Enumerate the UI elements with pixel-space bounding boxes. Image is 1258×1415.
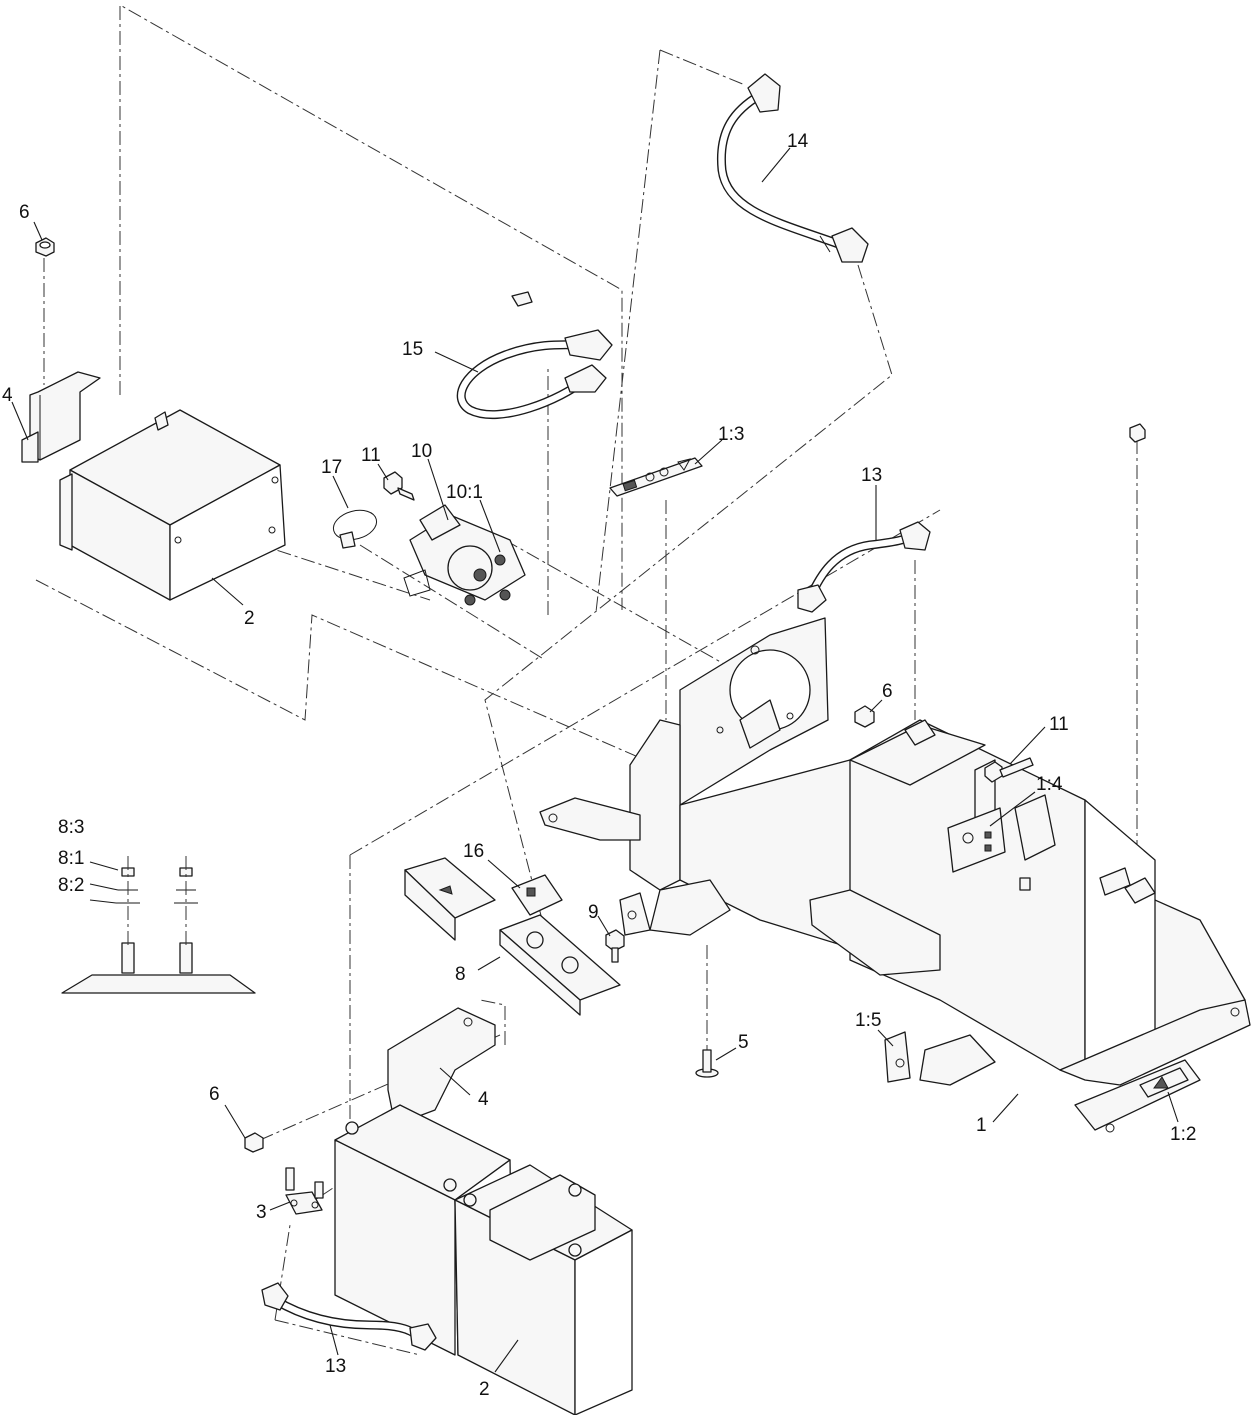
callout-9: 9 <box>588 902 599 923</box>
strap-3 <box>285 1167 324 1215</box>
cable-13-bottom <box>261 1282 437 1351</box>
cable-14 <box>716 73 869 263</box>
callout-8: 8 <box>455 964 466 985</box>
callout-1-4: 1:4 <box>1036 774 1063 795</box>
callout-8-1: 8:1 <box>58 848 84 869</box>
assembly-guide-lines <box>35 4 1138 1356</box>
callout-2-top: 2 <box>244 608 255 629</box>
cable-tie-17 <box>332 509 378 549</box>
callout-13-top: 13 <box>861 465 882 486</box>
decal-1-3 <box>609 457 703 497</box>
bolt-11-top <box>383 471 415 501</box>
callout-5: 5 <box>738 1032 749 1053</box>
callout-16: 16 <box>463 841 484 862</box>
callout-10: 10 <box>411 441 432 462</box>
callout-3: 3 <box>256 1202 267 1223</box>
callout-1-2: 1:2 <box>1170 1124 1196 1145</box>
callout-2-bottom: 2 <box>479 1379 490 1400</box>
callout-10-1: 10:1 <box>446 482 483 503</box>
control-box-2 <box>59 409 286 601</box>
decal-1-4 <box>947 807 1006 873</box>
callout-labels: 14 15 6 4 17 11 10 10:1 1:3 13 2 6 11 1:… <box>2 131 1196 1400</box>
nut-6-mid <box>854 705 875 728</box>
callout-4-bottom: 4 <box>478 1089 489 1110</box>
callout-1-5: 1:5 <box>855 1010 881 1031</box>
callout-4-top: 4 <box>2 385 13 406</box>
bracket-4-bottom <box>387 1007 496 1126</box>
connector-16 <box>511 874 563 916</box>
callout-15: 15 <box>402 339 423 360</box>
bracket-4-top <box>21 371 101 463</box>
callout-6-top: 6 <box>19 202 30 223</box>
callout-1-3: 1:3 <box>718 424 744 445</box>
callout-14: 14 <box>787 131 809 152</box>
battery-tray-1 <box>539 617 1251 1133</box>
nut-6-bottom <box>244 1132 264 1153</box>
fuse-holder-8 <box>404 857 621 1016</box>
nut-6-top <box>35 237 55 257</box>
batteries-2 <box>334 1104 633 1415</box>
decal-1-2 <box>1139 1067 1189 1098</box>
solenoid-10 <box>403 504 526 606</box>
cable-15 <box>456 291 613 419</box>
bolt-11-right <box>984 757 1034 783</box>
callout-17: 17 <box>321 457 342 478</box>
leader-lines <box>11 147 1179 1373</box>
callout-6-bottom: 6 <box>209 1084 220 1105</box>
callout-8-3: 8:3 <box>58 817 84 838</box>
bolt-top-right <box>1129 423 1146 443</box>
callout-8-2: 8:2 <box>58 875 84 896</box>
bolt-5 <box>695 1049 719 1078</box>
cable-13-top <box>797 521 931 613</box>
callout-11-top: 11 <box>361 445 381 466</box>
inset-fuse-stud-detail <box>61 856 256 994</box>
callout-1: 1 <box>976 1115 987 1136</box>
callout-6-mid: 6 <box>882 681 893 702</box>
callout-13-bottom: 13 <box>325 1356 346 1377</box>
callout-11-right: 11 <box>1049 714 1069 735</box>
bolt-9 <box>605 929 625 963</box>
